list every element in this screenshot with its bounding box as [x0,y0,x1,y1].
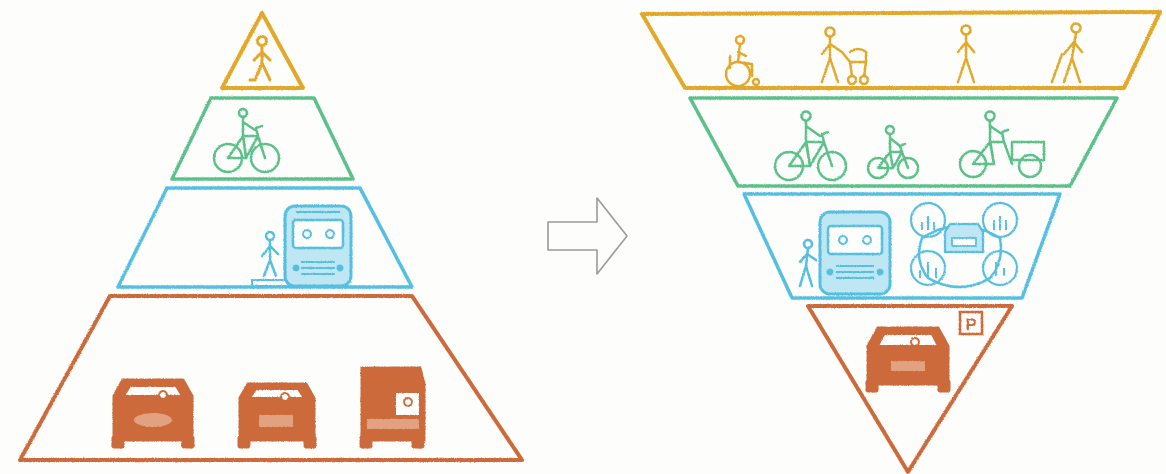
walking-person-icon [248,35,272,82]
walking-person-icon [956,24,976,84]
person-with-cane-icon [1050,22,1084,84]
right-pyramid: P [640,10,1162,474]
parking-sign-label: P [965,315,976,334]
parking-sign-icon: P [958,310,984,336]
van-icon [359,366,426,449]
bus-icon [818,210,892,296]
transition-arrow-icon [547,197,628,275]
boarding-person-icon [798,238,818,288]
left-tier-car [18,294,524,462]
cargo-bike-icon [958,110,1046,179]
left-pyramid [18,11,524,462]
left-tier-transit [116,186,414,289]
car-icon [237,382,317,449]
right-tier-transit [742,192,1062,300]
car-icon [865,326,951,393]
right-tier-bike [688,96,1119,188]
person-with-stroller-icon [820,26,870,86]
child-bicycle-icon [866,124,920,180]
left-tier-bike [170,96,355,181]
left-tier-walk [220,11,305,90]
boarding-person-icon [251,230,289,287]
bus-icon [283,204,353,288]
right-tier-car [806,304,1014,474]
carsharing-icon [909,201,1019,289]
right-tier-walk [640,10,1162,90]
bicycle-icon [212,107,281,174]
bicycle-icon [773,110,848,182]
car-icon [111,378,195,449]
wheelchair-user-icon [724,34,761,88]
